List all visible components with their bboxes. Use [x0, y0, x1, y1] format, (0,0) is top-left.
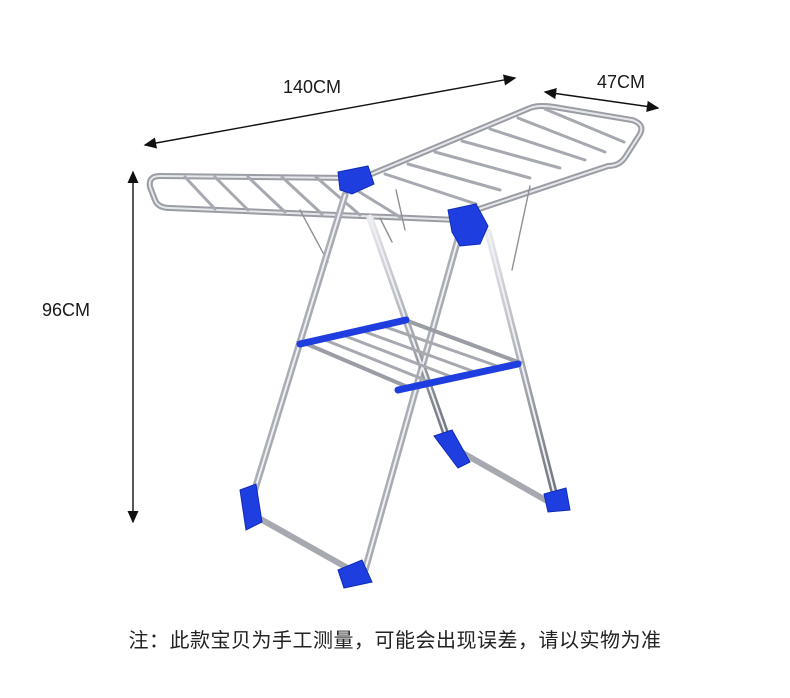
back-left-foot	[433, 429, 471, 469]
length-dimension-line	[143, 74, 517, 149]
right-wing-rods	[383, 107, 626, 206]
support-wires	[299, 185, 531, 271]
height-label: 96CM	[42, 300, 91, 320]
blue-connectors	[239, 165, 571, 589]
measurement-disclaimer: 注：此款宝贝为手工测量，可能会出现误差，请以实物为准	[128, 628, 662, 652]
length-label: 140CM	[283, 77, 342, 97]
drying-rack	[146, 103, 645, 578]
depth-dimension-line	[543, 88, 660, 112]
depth-label: 47CM	[597, 72, 646, 92]
shelf-blue-bar-right	[394, 360, 522, 394]
front-bottom-rail	[245, 509, 363, 578]
back-right-foot	[543, 487, 571, 513]
front-right-foot	[337, 559, 373, 589]
left-hinge-connector	[337, 165, 375, 195]
right-wing-frame	[359, 103, 645, 215]
middle-shelf	[295, 316, 525, 394]
shelf-blue-bar-left	[296, 316, 410, 348]
right-hinge-connector	[447, 203, 489, 247]
front-left-foot	[239, 483, 263, 531]
